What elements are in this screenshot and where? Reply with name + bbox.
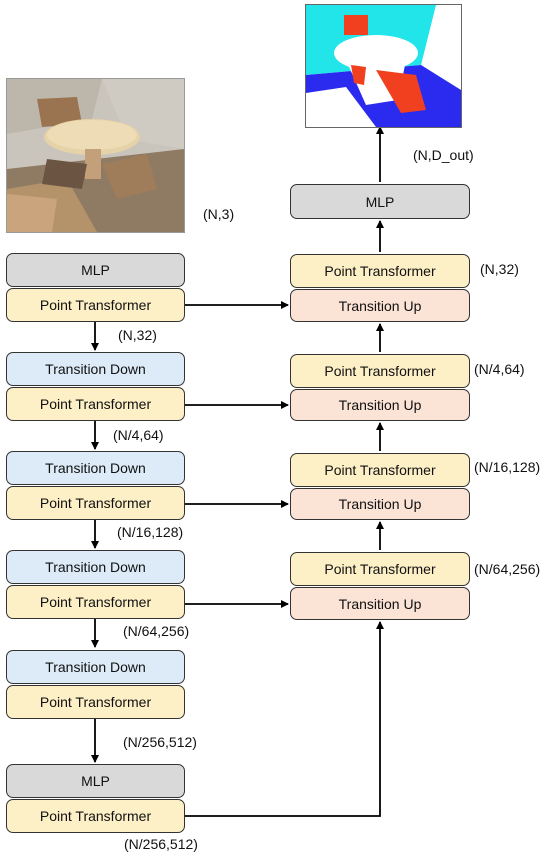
decoder-transition-up-3: Transition Up	[290, 488, 470, 520]
encoder-point-transformer-2: Point Transformer	[6, 486, 185, 520]
bottleneck-mlp: MLP	[6, 764, 185, 798]
label-enc-5: (N/256,512)	[123, 734, 197, 750]
input-point-cloud-image	[6, 78, 185, 233]
encoder-point-transformer-1: Point Transformer	[6, 387, 185, 421]
bottleneck-arrow	[185, 621, 384, 817]
decoder-transition-up-2: Transition Up	[290, 389, 470, 421]
encoder-mlp: MLP	[6, 253, 185, 287]
label-dec-4: (N/64,256)	[474, 561, 541, 577]
encoder-transition-down-3: Transition Down	[6, 550, 185, 584]
decoder-mlp: MLP	[290, 184, 470, 219]
bottleneck-point-transformer: Point Transformer	[6, 799, 185, 833]
encoder-transition-down-2: Transition Down	[6, 451, 185, 485]
decoder-transition-up-1: Transition Up	[290, 289, 470, 322]
decoder-point-transformer-3: Point Transformer	[290, 453, 470, 487]
encoder-point-transformer-0: Point Transformer	[6, 288, 185, 322]
label-input-dim: (N,3)	[203, 206, 235, 222]
label-enc-2: (N/4,64)	[113, 427, 164, 443]
label-dec-1: (N,32)	[480, 261, 519, 277]
label-bottleneck: (N/256,512)	[124, 836, 198, 852]
encoder-transition-down-4: Transition Down	[6, 650, 185, 684]
label-dec-2: (N/4,64)	[474, 361, 525, 377]
encoder-point-transformer-3: Point Transformer	[6, 585, 185, 619]
decoder-point-transformer-4: Point Transformer	[290, 552, 470, 586]
label-enc-4: (N/64,256)	[123, 623, 190, 639]
decoder-point-transformer-1: Point Transformer	[290, 254, 470, 288]
label-enc-1: (N,32)	[118, 327, 157, 343]
decoder-transition-up-4: Transition Up	[290, 587, 470, 620]
label-output-dim: (N,D_out)	[413, 147, 474, 163]
label-dec-3: (N/16,128)	[474, 459, 541, 475]
label-enc-3: (N/16,128)	[117, 524, 184, 540]
encoder-transition-down-1: Transition Down	[6, 352, 185, 386]
output-segmentation-image	[305, 4, 462, 128]
decoder-point-transformer-2: Point Transformer	[290, 354, 470, 388]
encoder-point-transformer-4: Point Transformer	[6, 685, 185, 719]
